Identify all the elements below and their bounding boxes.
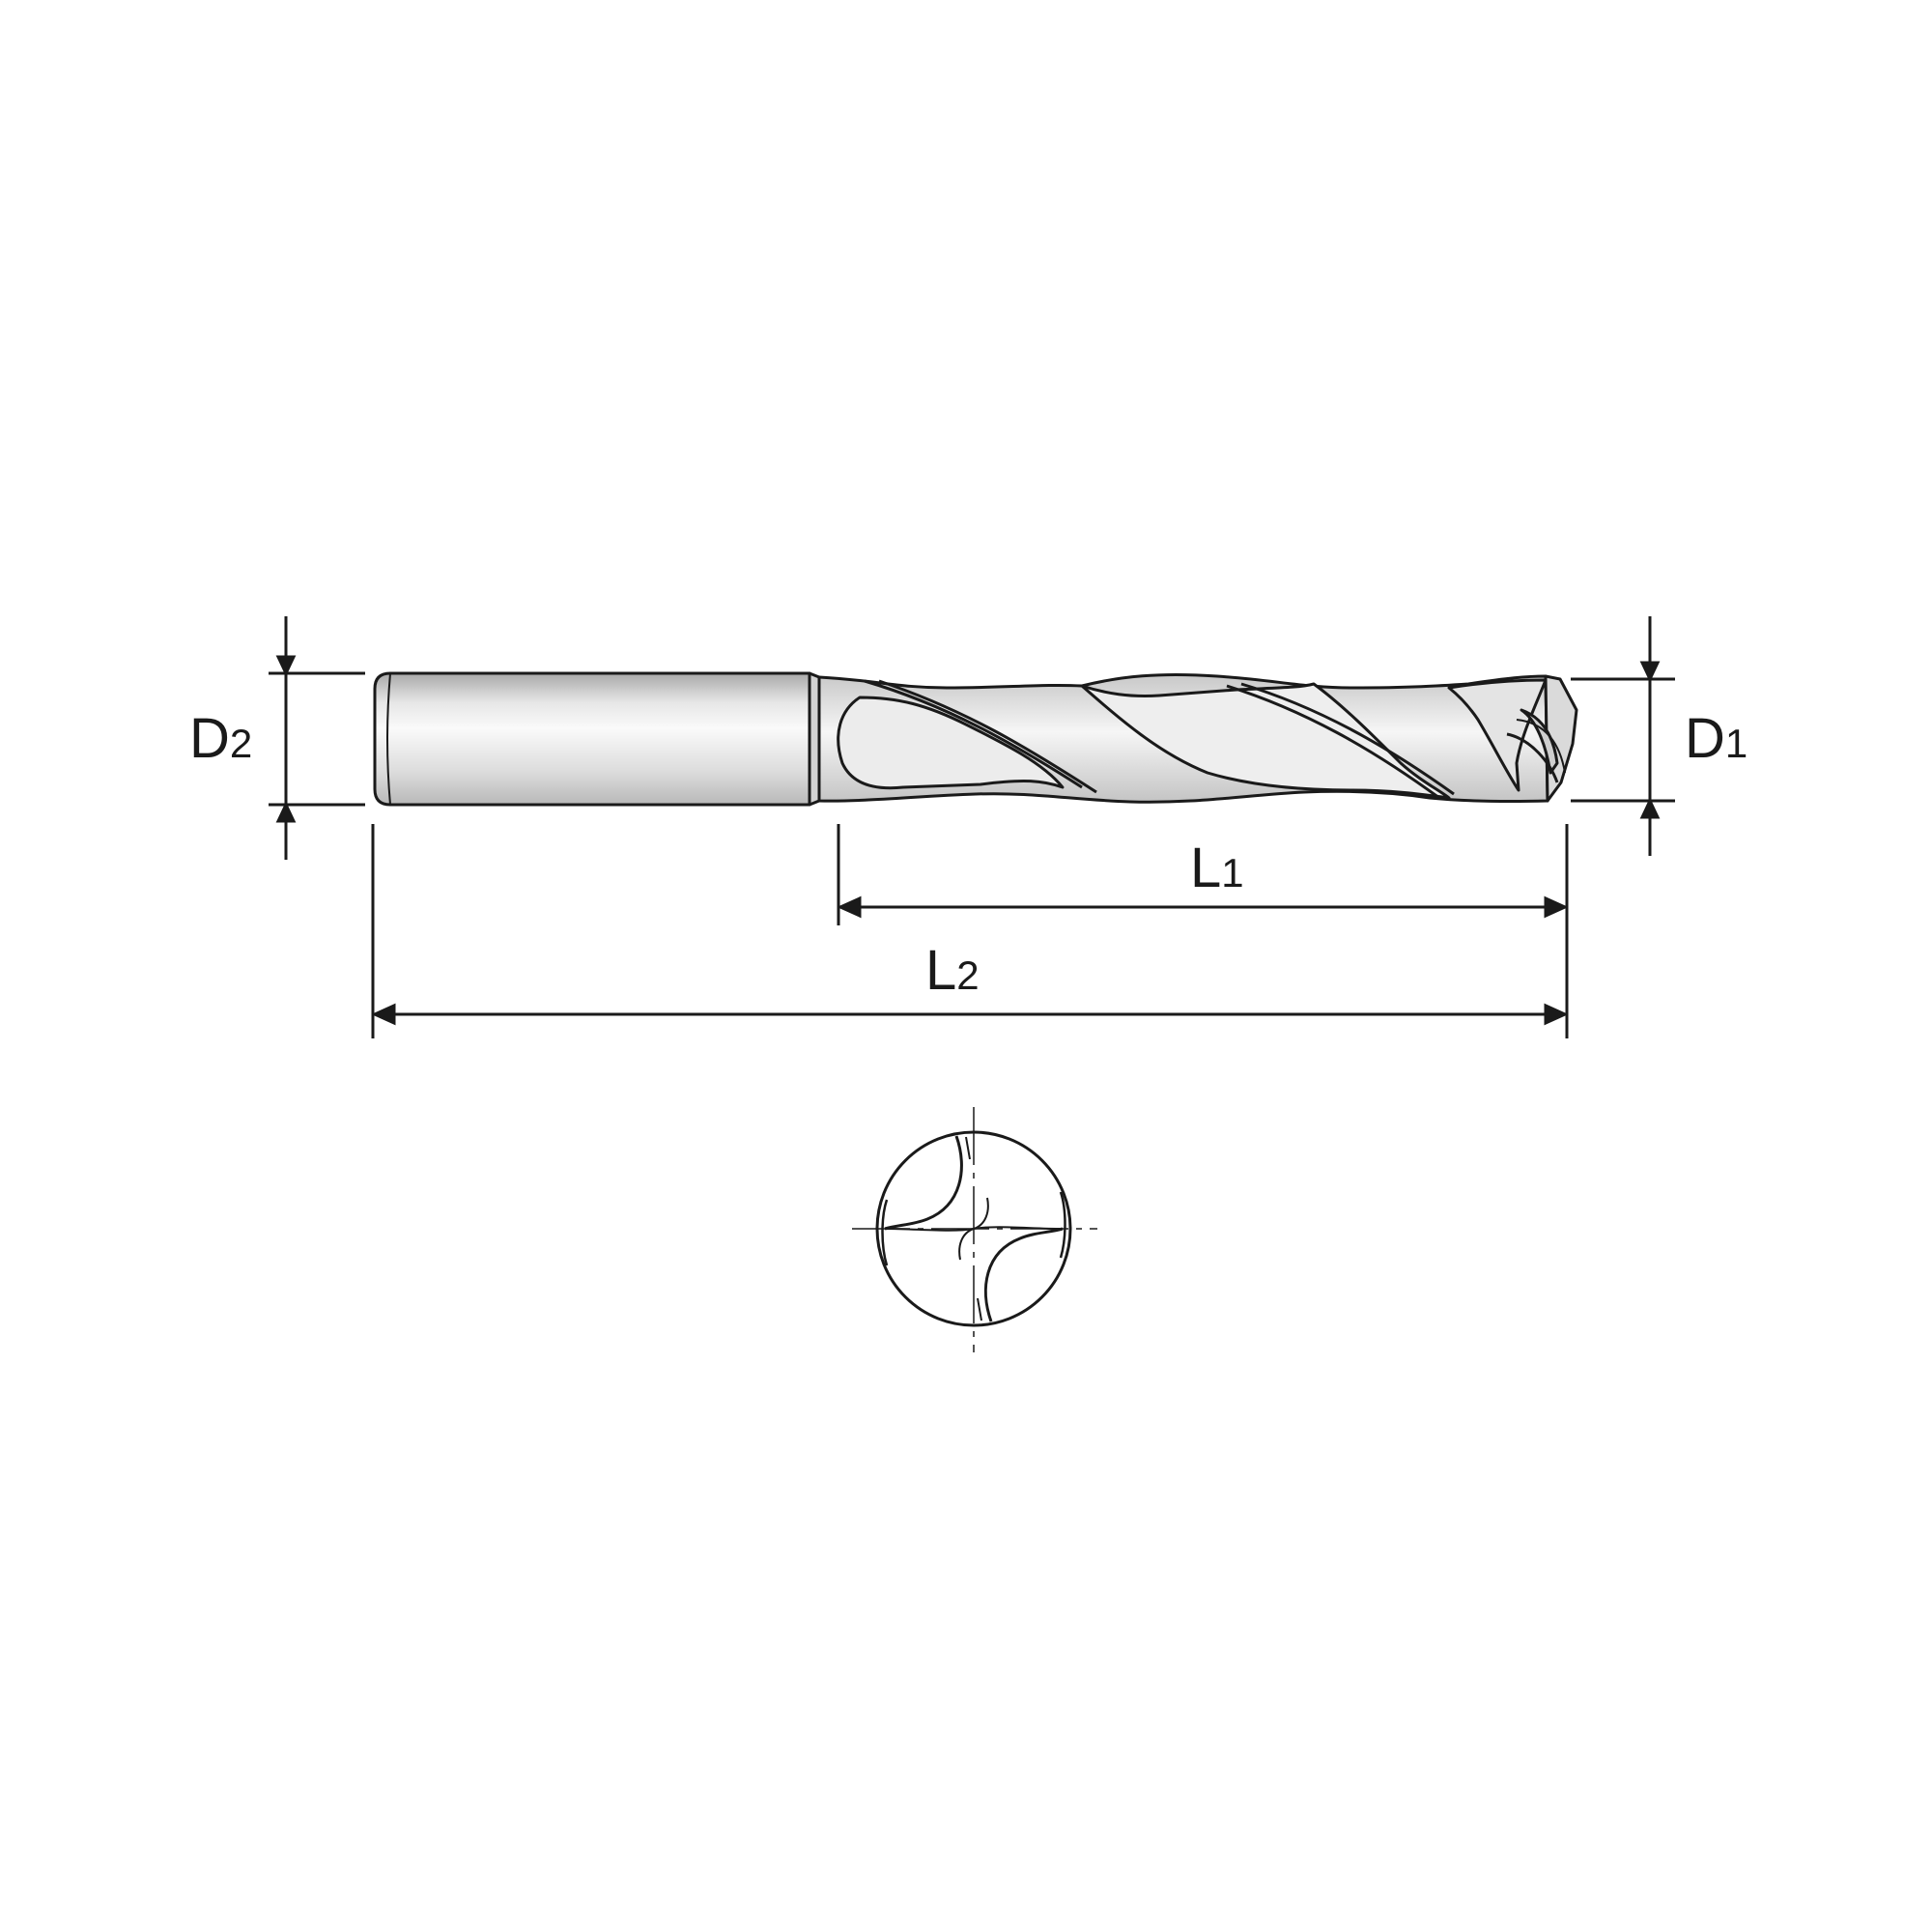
end-view-margin-left xyxy=(881,1199,889,1266)
end-view-edge-bottom xyxy=(977,1297,982,1321)
dimension-d2 xyxy=(269,616,365,860)
flute-1 xyxy=(837,696,1065,790)
end-view-outer-circle xyxy=(875,1130,1072,1327)
d1-arrowhead-top xyxy=(1639,661,1661,683)
l1-arrowhead-left xyxy=(837,895,862,919)
tip-web xyxy=(1516,719,1566,774)
end-view-edge-top xyxy=(965,1136,971,1160)
helix-edge-2a xyxy=(1226,684,1440,800)
end-view-lip-2 xyxy=(958,1226,1064,1261)
l2-arrowhead-left xyxy=(371,1003,396,1026)
d1-label: D1 xyxy=(1685,707,1747,770)
d2-arrowhead-bottom xyxy=(275,801,297,823)
helix-edge-2b xyxy=(1240,682,1455,796)
d1-arrowhead-bottom xyxy=(1639,797,1661,819)
drill-shank xyxy=(373,671,811,807)
l2-label: L2 xyxy=(925,939,980,1002)
l1-label: L1 xyxy=(1190,837,1244,899)
end-view-flute-upper xyxy=(884,1135,963,1231)
l2-arrowhead-right xyxy=(1544,1003,1569,1026)
end-view-flute-lower xyxy=(983,1227,1064,1322)
drill-end-view xyxy=(852,1107,1097,1352)
helix-edge-1a xyxy=(864,679,1083,789)
flute-3 xyxy=(1447,678,1548,792)
flute-2 xyxy=(1080,682,1451,800)
d2-arrowhead-top xyxy=(275,655,297,677)
shank-chamfer-line xyxy=(386,672,391,806)
d2-label: D2 xyxy=(189,707,252,770)
drill-side-view xyxy=(373,671,1578,807)
dimension-l1 xyxy=(837,824,1569,1038)
end-view-margin-right xyxy=(1059,1191,1066,1259)
dimension-d1 xyxy=(1571,616,1675,856)
helix-edge-1b xyxy=(878,679,1097,794)
tip-lip xyxy=(1506,732,1559,783)
l1-arrowhead-right xyxy=(1544,895,1569,919)
dimension-l2 xyxy=(371,824,1569,1038)
